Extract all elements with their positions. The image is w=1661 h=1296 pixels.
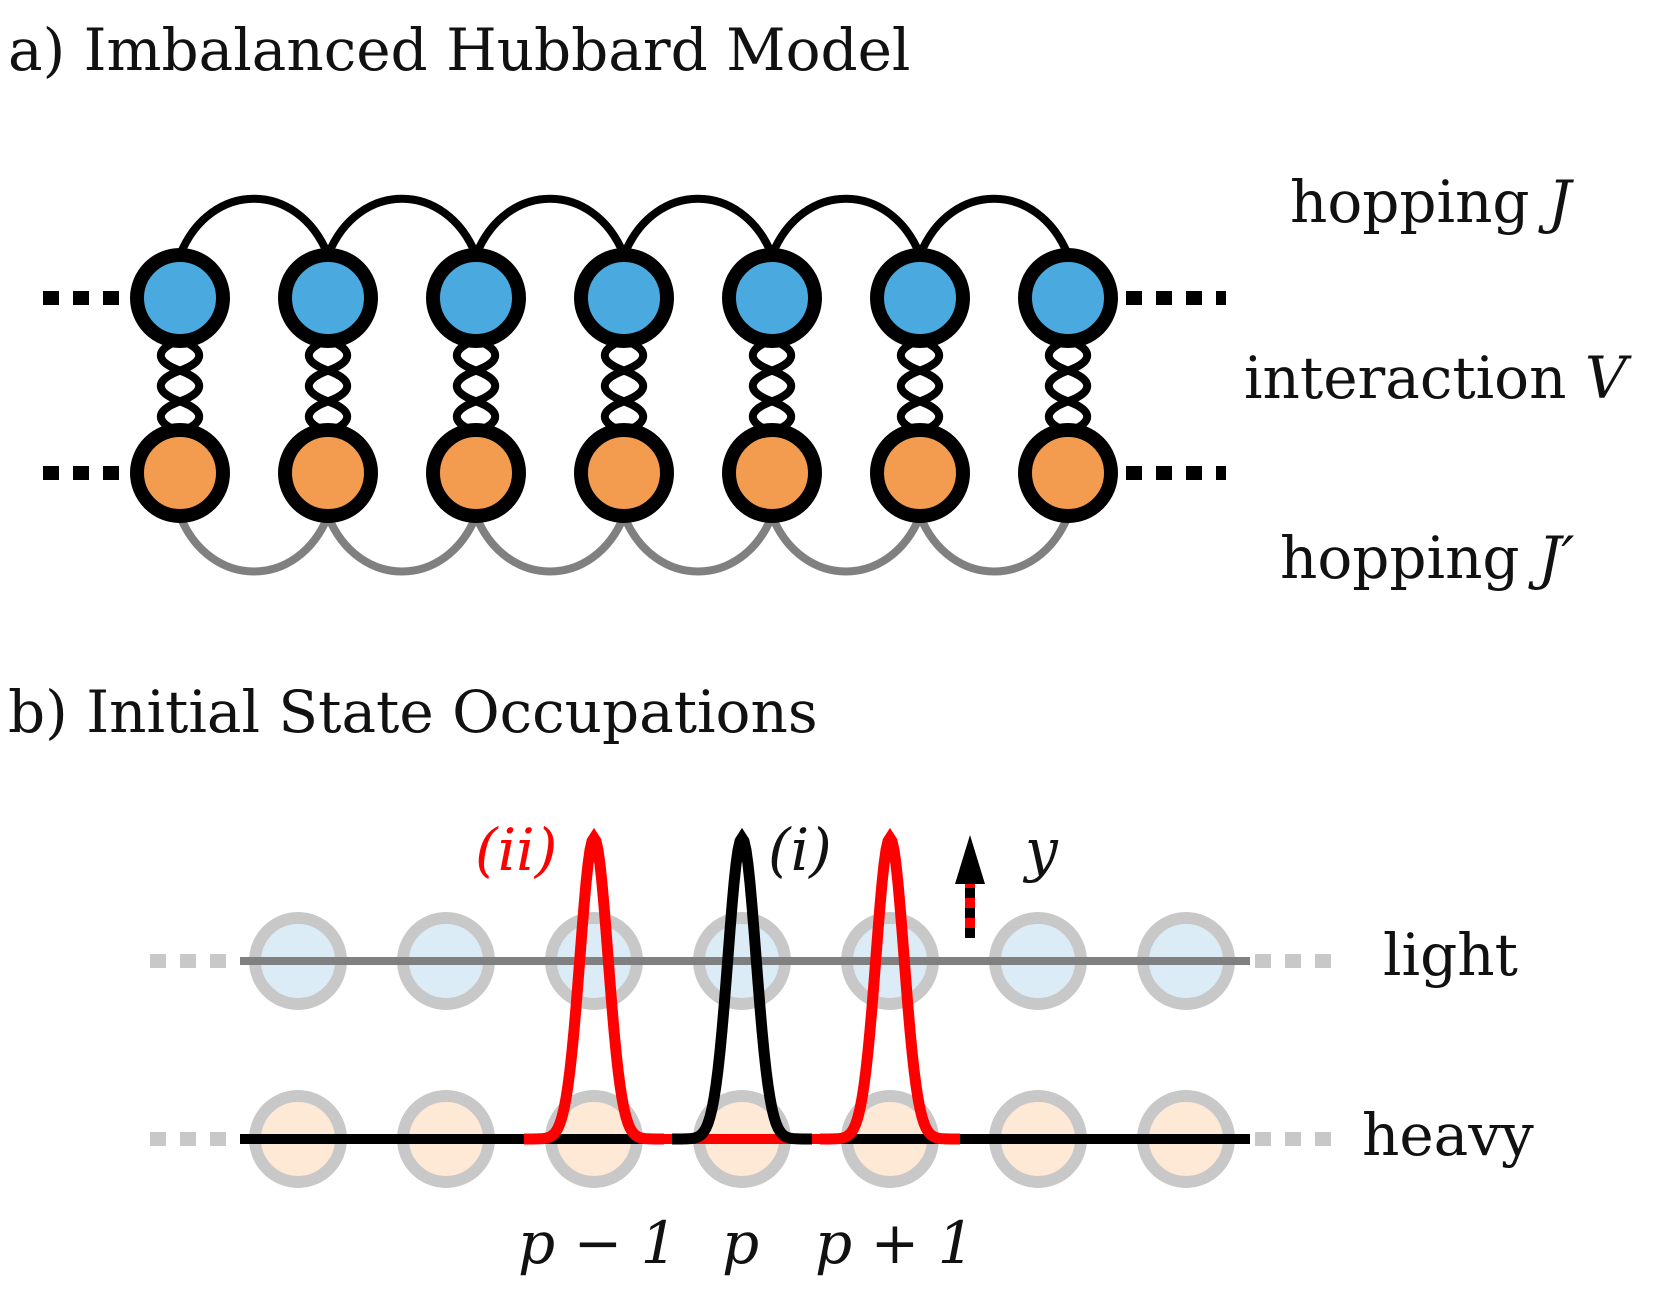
state-ii-peak-right [820,827,960,1145]
hopping-j-arc [176,194,332,257]
hopping-j-label: hopping J [1290,168,1574,236]
hopping-jprime-arc [768,514,924,576]
hopping-j-arcs [176,194,1072,257]
interaction-spring-strand [453,336,499,436]
heavy-site [574,423,674,523]
interaction-spring-strand [897,336,943,436]
interaction-spring-strand [157,336,203,436]
light-site [574,248,674,348]
interaction-spring-strand [749,336,795,436]
hopping-jprime-arcs [176,514,1072,576]
light-site [130,248,230,348]
hopping-jprime-label: hopping J′ [1280,524,1574,592]
panel-b-title: b) Initial State Occupations [8,678,818,746]
heavy-site [1018,423,1118,523]
interaction-spring-strand [305,336,351,436]
heavy-site [870,423,970,523]
light-sites [130,248,1118,348]
hopping-j-arc [324,194,480,257]
y-direction-arrow [955,835,985,938]
light-label: light [1383,921,1518,989]
heavy-label: heavy [1362,1101,1534,1169]
state-i-label: (i) [768,816,832,884]
light-site [278,248,378,348]
heavy-site [130,423,230,523]
light-site [426,248,526,348]
interaction-spring-strand [601,336,647,436]
heavy-site [278,423,378,523]
hopping-jprime-arc [620,514,776,576]
hopping-jprime-arc [472,514,628,576]
hopping-j-arc [472,194,628,257]
hopping-j-arc [768,194,924,257]
hopping-j-arc [916,194,1072,257]
light-site [870,248,970,348]
hopping-jprime-arc [324,514,480,576]
lattice-continuation-dots [43,291,1226,480]
heavy-sites [130,423,1118,523]
faded-continuation-dots [150,954,1345,1146]
site-label-p: p [722,1209,759,1277]
interaction-spring-strand [1045,336,1091,436]
interaction-spring-strand [897,336,943,436]
state-i-peak [672,827,812,1145]
hopping-jprime-arc [916,514,1072,576]
site-label-p-minus-1: p − 1 [518,1209,678,1277]
y-axis-label: y [1022,816,1059,884]
interaction-spring-strand [157,336,203,436]
light-site [1018,248,1118,348]
site-label-p-plus-1: p + 1 [815,1209,975,1277]
light-site [722,248,822,348]
interaction-spring-strand [305,336,351,436]
heavy-site [426,423,526,523]
interaction-spring-strand [601,336,647,436]
state-ii-label: (ii) [475,816,557,884]
interaction-v-label: interaction V [1244,344,1632,412]
heavy-site [722,423,822,523]
interaction-spring-strand [453,336,499,436]
interaction-spring-strand [749,336,795,436]
interaction-spring-strand [1045,336,1091,436]
panel-a-title: a) Imbalanced Hubbard Model [8,16,910,84]
hopping-jprime-arc [176,514,332,576]
faded-heavy-sites [249,1090,1235,1188]
interaction-springs [157,336,1091,436]
hopping-j-arc [620,194,776,257]
state-ii-peak-left [524,827,664,1145]
